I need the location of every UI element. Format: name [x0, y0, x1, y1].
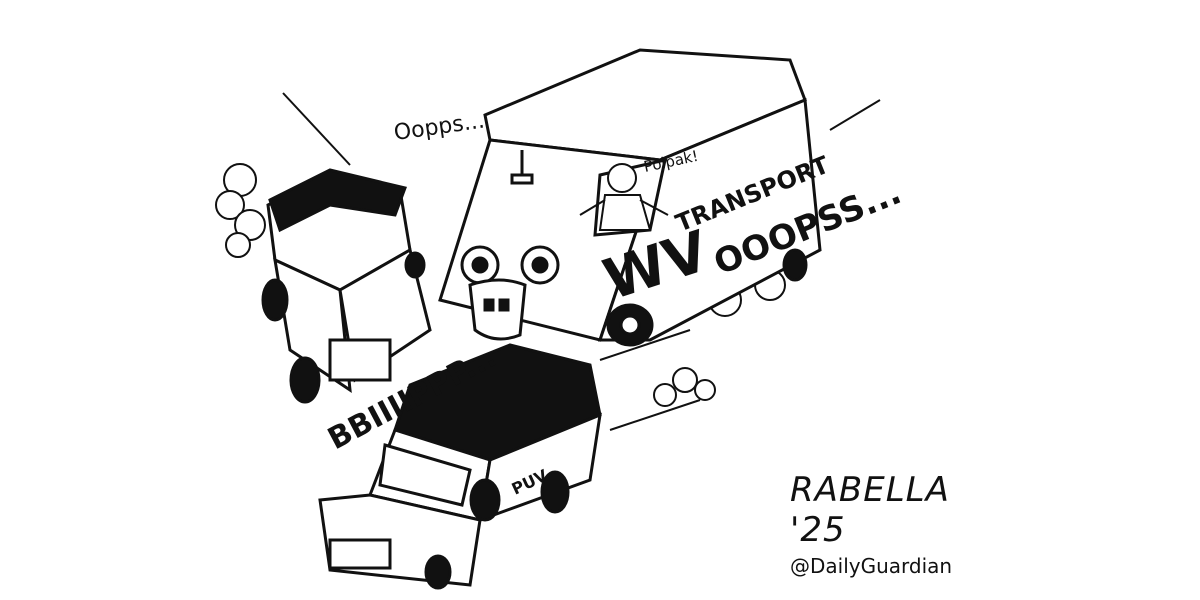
van-driver	[579, 163, 669, 231]
puv-jeepney	[318, 343, 602, 590]
speed-lines	[282, 92, 881, 431]
artist-signature: RABELLA '25	[790, 470, 950, 550]
exhaust-smoke-left	[215, 163, 266, 258]
left-jeep	[261, 168, 432, 404]
transport-van	[438, 48, 822, 347]
oops-left-text: Oopps...	[392, 108, 486, 145]
exhaust-smoke-jeepney	[653, 367, 716, 407]
publisher-handle: @DailyGuardian	[790, 554, 953, 578]
artist-credit: RABELLA '25 @DailyGuardian	[790, 470, 1000, 578]
